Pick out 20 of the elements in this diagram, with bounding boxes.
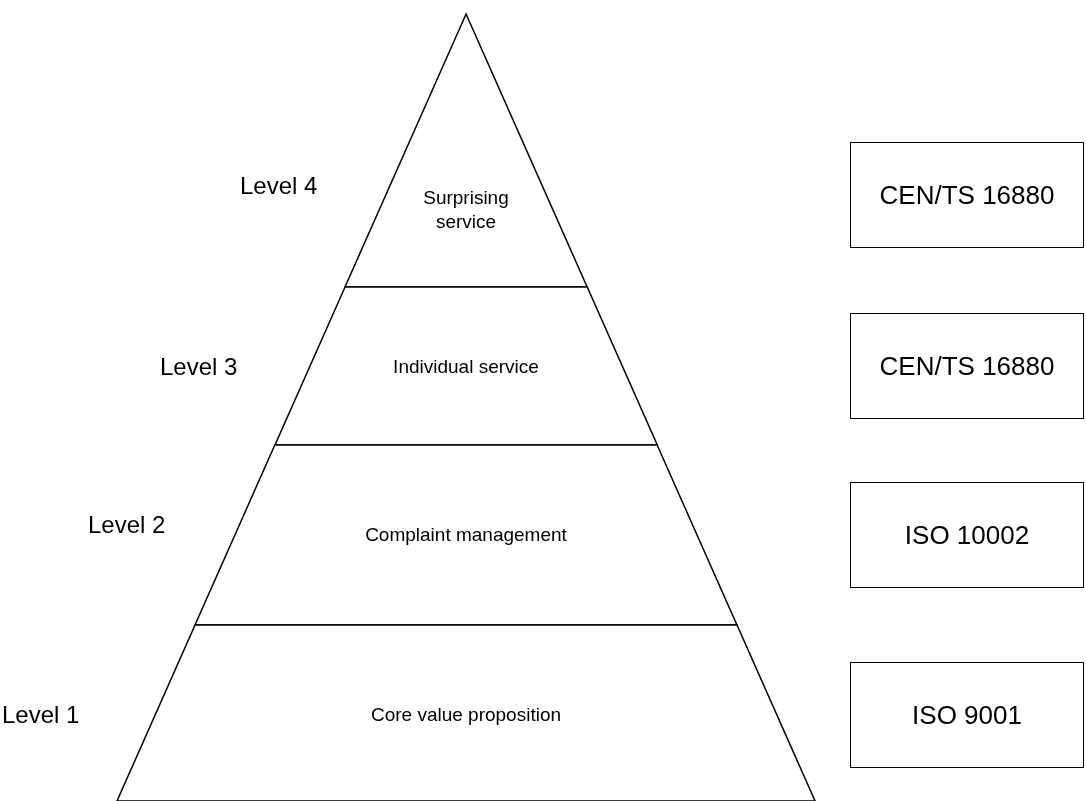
tier-label: Complaint management xyxy=(364,523,568,547)
tier-label: Surprising service xyxy=(422,186,510,234)
standard-box xyxy=(850,313,1084,419)
tier-label: Individual service xyxy=(392,355,540,379)
standard-name: CEN/TS 16880 xyxy=(879,179,1055,211)
level-label: Level 4 xyxy=(240,172,318,200)
standard-box xyxy=(850,662,1084,768)
standard-name: ISO 9001 xyxy=(912,699,1022,731)
standard-name: CEN/TS 16880 xyxy=(879,350,1055,382)
pyramid-tier xyxy=(116,625,815,801)
standard-box xyxy=(850,142,1084,248)
pyramid-tier xyxy=(344,14,588,287)
standard-box xyxy=(850,482,1084,588)
pyramid-tier xyxy=(195,445,737,625)
standard-name: ISO 10002 xyxy=(904,519,1030,551)
level-label: Level 1 xyxy=(2,701,80,729)
level-label: Level 2 xyxy=(88,511,166,539)
tier-label: Core value proposition xyxy=(369,703,563,727)
level-label: Level 3 xyxy=(160,353,238,381)
pyramid-tier xyxy=(274,287,658,445)
